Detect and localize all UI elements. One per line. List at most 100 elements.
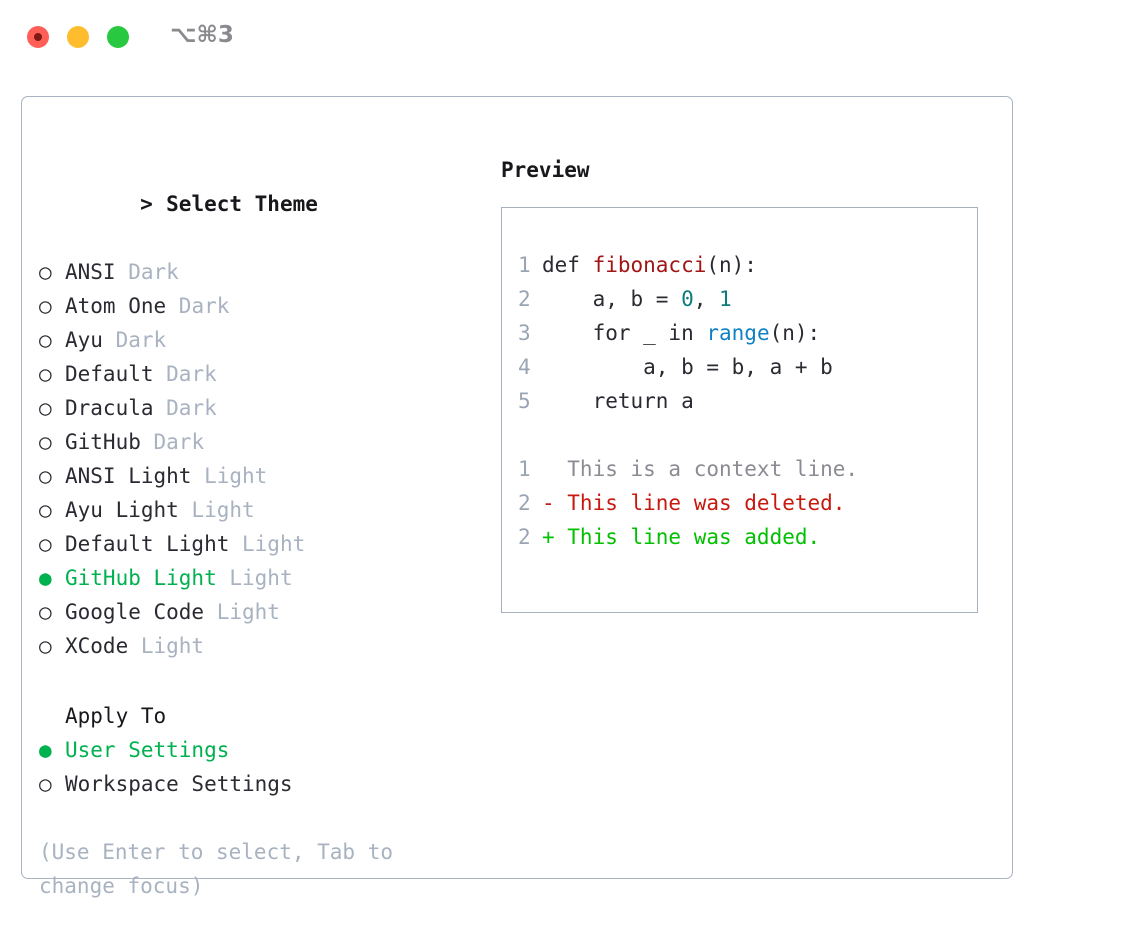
theme-option-tag: Light [191,498,255,522]
code-line-number: 1 [518,253,531,277]
code-line-number: 5 [518,389,531,413]
code-spacer [518,418,971,452]
radio-unselected-icon: ○ [39,260,52,284]
theme-option-tag: Dark [166,362,217,386]
zoom-button[interactable] [107,26,129,48]
code-token: (n): [706,253,757,277]
code-token: 0 [681,287,694,311]
theme-option-tag: Light [216,600,280,624]
radio-selected-icon: ● [39,566,52,590]
apply-to-option-workspace-settings[interactable]: ○ Workspace Settings [39,767,479,801]
code-token: 1 [719,287,732,311]
diff-line-text: This is a context line. [542,457,859,481]
code-token: (n): [769,321,821,345]
diff-line-text: - This line was deleted. [542,491,846,515]
select-theme-heading-label: Select Theme [166,192,318,216]
radio-unselected-icon: ○ [39,772,52,796]
radio-unselected-icon: ○ [39,396,52,420]
diff-line-ctx: 1 This is a context line. [518,452,971,486]
theme-option-dracula[interactable]: ○Dracula Dark [39,391,479,425]
theme-option-tag: Dark [128,260,179,284]
code-line: 3 for _ in range(n): [518,316,971,350]
diff-line-add: 2+ This line was added. [518,520,971,554]
apply-to-option-user-settings[interactable]: ● User Settings [39,733,479,767]
radio-unselected-icon: ○ [39,634,52,658]
theme-option-label: Ayu Light [65,498,192,522]
code-token: a, b = [542,287,682,311]
code-line: 5 return a [518,384,971,418]
theme-option-tag: Light [242,532,306,556]
main-panel: >Select Theme ○ANSI Dark○Atom One Dark○A… [21,96,1013,898]
code-line: 4 a, b = b, a + b [518,350,971,384]
minimize-button[interactable] [67,26,89,48]
apply-to-option-label: Workspace Settings [65,772,293,796]
code-line: 1 def fibonacci(n): [518,248,971,282]
radio-unselected-icon: ○ [39,294,52,318]
apply-to-option-label: User Settings [65,738,230,762]
theme-option-ayu[interactable]: ○ Ayu Dark [39,323,479,357]
theme-option-default[interactable]: ○Default Dark [39,357,479,391]
diff-line-number: 2 [518,525,531,549]
theme-option-label: Dracula [65,396,167,420]
code-line: 2 a, b = 0, 1 [518,282,971,316]
code-token: return a [542,389,694,413]
radio-unselected-icon: ○ [39,600,52,624]
theme-option-atom-one[interactable]: ○ Atom One Dark [39,289,479,323]
theme-option-google-code[interactable]: ○ Google Code Light [39,595,479,629]
theme-option-github[interactable]: ○ GitHub Dark [39,425,479,459]
radio-unselected-icon: ○ [39,532,52,556]
diff-line-number: 2 [518,491,531,515]
radio-unselected-icon: ○ [39,498,52,522]
select-theme-heading: > Select Theme [39,153,479,255]
code-token: for _ in [542,321,707,345]
code-line-number: 4 [518,355,531,379]
theme-option-default-light[interactable]: ○ Default Light Light [39,527,479,561]
theme-option-tag: Light [229,566,293,590]
diff-sample: 1 This is a context line. 2 - This line wa… [518,452,971,554]
code-token: def [542,253,593,277]
window-title-shortcut: ⌥⌘3 [170,22,234,48]
theme-option-ansi-light[interactable]: ○ANSI Light Light [39,459,479,493]
caret-icon: > [140,192,153,216]
preview-heading: Preview [501,158,590,182]
theme-option-github-light[interactable]: ●GitHub Light Light [39,561,479,595]
code-line-number: 2 [518,287,531,311]
radio-selected-icon: ● [39,738,52,762]
window-controls [27,26,129,48]
diff-line-number: 1 [518,457,531,481]
close-button[interactable] [27,26,49,48]
theme-option-xcode[interactable]: ○XCode Light [39,629,479,663]
theme-option-tag: Light [140,634,205,658]
theme-option-tag: Light [204,464,268,488]
keyboard-hint: (Use Enter to select, Tab to change focu… [39,840,406,898]
apply-to-heading: Apply To [65,704,167,728]
radio-unselected-icon: ○ [39,362,52,386]
diff-line-del: 2 - This line was deleted. [518,486,971,520]
radio-unselected-icon: ○ [39,430,52,454]
theme-option-tag: Dark [178,294,230,318]
theme-option-label: Ayu [65,328,116,352]
code-token: fibonacci [592,253,707,277]
radio-unselected-icon: ○ [39,464,52,488]
theme-option-label: GitHub [65,430,154,454]
code-token: range [706,321,770,345]
theme-list: ○ANSI Dark○Atom One Dark○Ayu Dark○Defaul… [39,255,479,663]
title-bar: ⌥⌘3 [0,0,1140,76]
code-line-number: 3 [518,321,531,345]
theme-picker-column: >Select Theme ○ANSI Dark○Atom One Dark○A… [39,153,479,903]
theme-option-label: Atom One [65,294,179,318]
theme-option-label: Google Code [65,600,217,624]
theme-option-label: ANSI [65,260,129,284]
theme-option-label: Default Light [65,532,243,556]
radio-unselected-icon: ○ [39,328,52,352]
theme-option-ansi[interactable]: ○ ANSI Dark [39,255,479,289]
apply-to-section: Apply To ● User Settings ○ Workspace Settin… [39,699,479,801]
theme-option-tag: Dark [153,430,205,454]
theme-option-ayu-light[interactable]: ○ Ayu Light Light [39,493,479,527]
code-token: a, b = b, a + b [542,355,833,379]
theme-option-tag: Dark [115,328,167,352]
